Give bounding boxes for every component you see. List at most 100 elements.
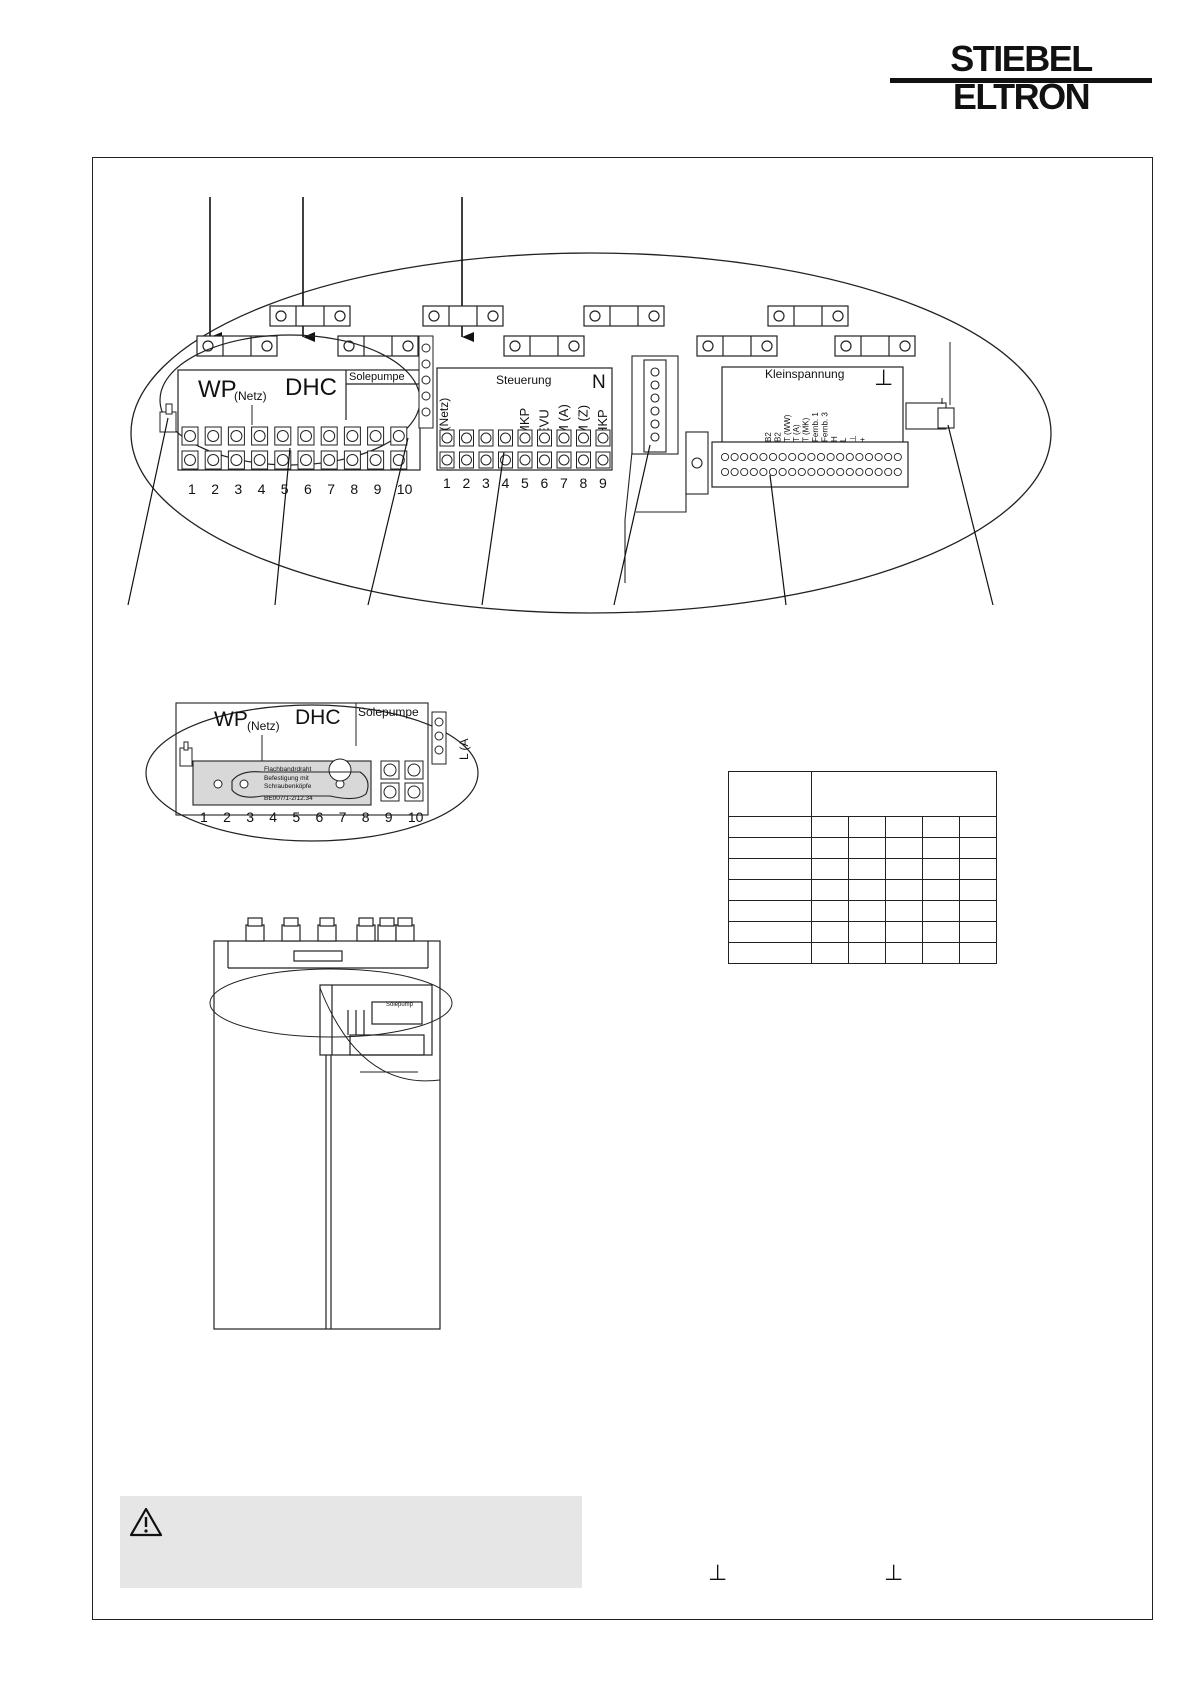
terminal-screw-head (749, 467, 758, 477)
terminal-screw-head (500, 432, 511, 444)
terminal-screw-head (461, 454, 472, 466)
terminal-number: 1 (200, 809, 208, 825)
wp-label: WP (198, 376, 237, 403)
terminal-screw-head (323, 454, 336, 466)
terminal-screw-head (480, 432, 492, 444)
low-voltage-vertical-label: Fernb. 1 (811, 412, 820, 442)
table-row (728, 921, 997, 943)
device-panel-label: Solepump (386, 1002, 414, 1008)
terminal-screw-head (730, 452, 739, 462)
terminal-screw-head (855, 467, 864, 477)
terminal-screw-head (207, 454, 220, 466)
table-row (728, 837, 997, 859)
terminal-number: 6 (304, 481, 312, 497)
detail-netz-vertical: L (A (457, 738, 471, 760)
control-terminal-block (436, 367, 613, 471)
detail-solepumpe-label: Solepumpe (358, 705, 419, 719)
terminal-screw-head (797, 452, 806, 462)
terminal-screw-head (346, 454, 359, 466)
data-table-wrap (728, 771, 997, 964)
terminal-screw-head (768, 467, 778, 477)
terminal-screw-head (276, 454, 289, 466)
clamp (422, 305, 504, 327)
terminal-screw-head (597, 454, 609, 466)
terminal-number: 1 (443, 475, 451, 491)
terminal-screw-head (768, 452, 778, 462)
terminal-screw-head (558, 432, 570, 444)
clamp (834, 335, 916, 357)
low-voltage-vertical-label: L (839, 437, 848, 442)
terminal-screw-head (558, 454, 570, 466)
terminal-screw-head (369, 454, 382, 466)
terminal-number: 7 (560, 475, 568, 491)
low-voltage-vertical-label: ⊥ (849, 435, 858, 442)
terminal-screw-head (855, 452, 864, 462)
terminal-number: 9 (599, 475, 607, 491)
low-voltage-terminal-screws (720, 452, 902, 477)
low-voltage-vertical-label: B2 (764, 432, 773, 442)
leader-lines (127, 417, 994, 606)
terminal-screw-head (253, 430, 266, 442)
terminal-screw-head (845, 452, 854, 462)
terminal-number: 1 (188, 481, 196, 497)
terminal-number: 4 (258, 481, 266, 497)
clamp (196, 335, 278, 357)
terminal-screw-head (740, 452, 749, 462)
terminal-screw-head (230, 454, 243, 466)
clamp (503, 335, 585, 357)
terminal-screw-head (836, 452, 845, 462)
table-row (728, 816, 997, 838)
terminal-screw-head (519, 432, 531, 444)
terminal-number: 4 (502, 475, 510, 491)
terminal-number: 2 (211, 481, 219, 497)
terminal-screw-head (184, 454, 196, 466)
cable-clamps (196, 305, 916, 357)
terminal-screw-head (253, 454, 266, 466)
terminal-screw-head (730, 467, 739, 477)
control-terminal-screws (439, 429, 611, 469)
center-terminal-block (624, 355, 709, 583)
table-row (728, 858, 997, 880)
ground-clamp (159, 403, 177, 433)
warning-box (120, 1496, 582, 1588)
brand-underline (890, 78, 1152, 83)
kleinspannung-symbol: ⊥ (874, 365, 893, 390)
terminal-screw-head (720, 452, 730, 462)
steuerung-n-label: N (592, 372, 606, 393)
terminal-number: 6 (541, 475, 549, 491)
terminal-screw-head (207, 430, 220, 442)
terminal-screw-head (816, 467, 826, 477)
terminal-screw-head (884, 467, 893, 477)
terminal-screw-head (826, 467, 835, 477)
jumper-label-2: Befestigung mit (264, 775, 309, 782)
terminal-number: 7 (327, 481, 335, 497)
terminal-screw-head (323, 430, 336, 442)
ground-symbol: ⊥ (884, 1560, 904, 1585)
terminal-number: 5 (292, 809, 300, 825)
terminal-screw-head (346, 430, 359, 442)
table-row (728, 900, 997, 922)
terminal-screw-head (778, 452, 787, 462)
kleinspannung-label: Kleinspannung (765, 367, 844, 381)
terminal-screw-head (778, 467, 787, 477)
data-table (728, 771, 997, 964)
solepumpe-label: Solepumpe (349, 371, 405, 383)
terminal-screw-head (845, 467, 854, 477)
terminal-number: 3 (482, 475, 490, 491)
low-voltage-block (711, 366, 909, 488)
terminal-screw-head (720, 467, 730, 477)
terminal-number: 5 (521, 475, 529, 491)
right-connector (905, 398, 955, 430)
low-voltage-vertical-label: T (MK) (802, 417, 811, 442)
table-row (728, 942, 997, 964)
terminal-screw-head (797, 467, 806, 477)
terminal-screw-head (893, 452, 902, 462)
terminal-screw-head (276, 430, 289, 442)
terminal-screw-head (759, 452, 768, 462)
terminal-screw-head (461, 432, 472, 444)
low-voltage-vertical-label: T (WW) (783, 414, 792, 442)
terminal-screw-head (749, 452, 758, 462)
